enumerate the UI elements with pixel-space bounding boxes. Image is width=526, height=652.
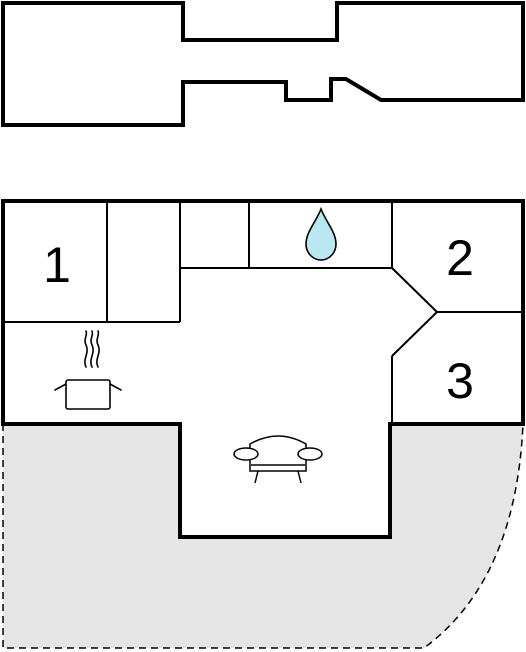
- water-drop-icon: [305, 206, 337, 261]
- upper-floor-outline: [1, 1, 525, 127]
- terrace-area: [3, 424, 523, 648]
- room-number-1: 1: [43, 237, 71, 293]
- room-number-3: 3: [446, 353, 474, 409]
- room-number-2: 2: [446, 230, 474, 286]
- terrace-dashed-border: [2, 423, 524, 649]
- sofa-icon: [233, 435, 323, 484]
- ground-floor-outline: [1, 199, 525, 539]
- cooking-pot-icon: [54, 330, 122, 410]
- interior-walls: [3, 201, 523, 424]
